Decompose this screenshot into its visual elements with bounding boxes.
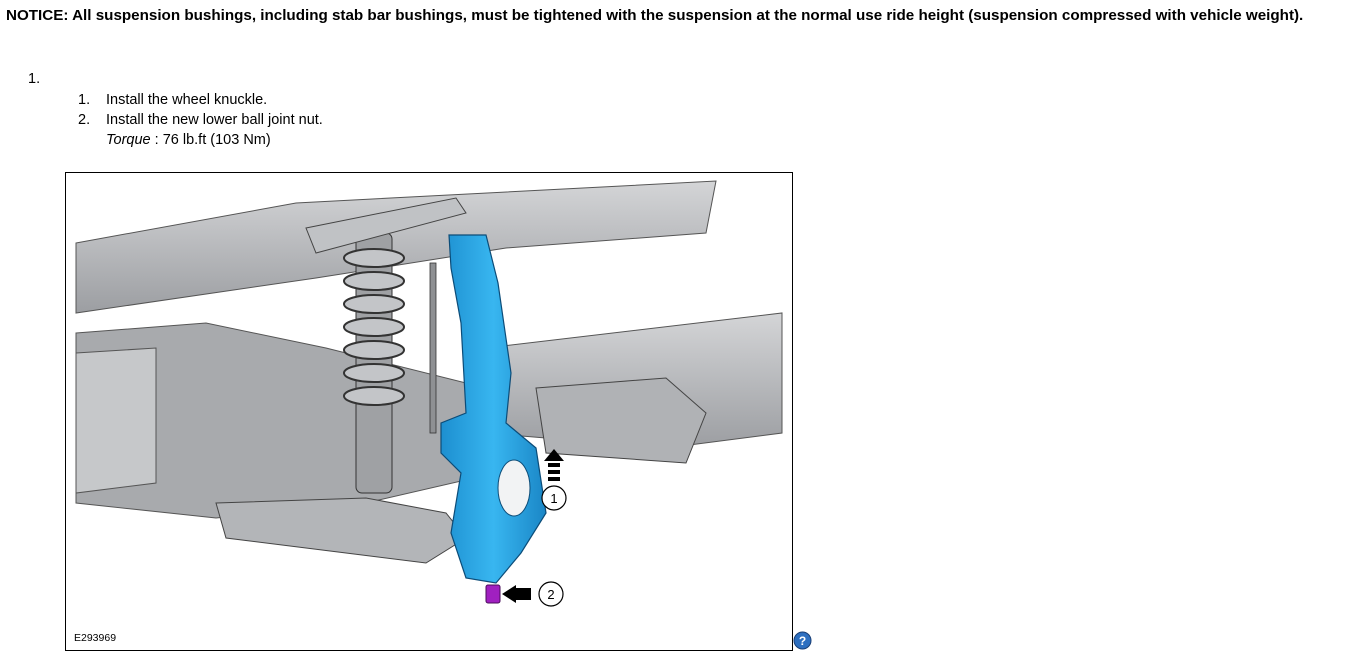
substep-list: 1. Install the wheel knuckle. 2. Install… [78, 90, 323, 150]
mount-bracket [535, 377, 707, 464]
substep-text: Install the new lower ball joint nut. [106, 112, 323, 128]
svg-text:1: 1 [550, 491, 557, 506]
callout-1: 1 [541, 485, 567, 511]
callout-2: 2 [538, 581, 564, 607]
substep-number: 1. [78, 92, 91, 108]
substep-item: 1. Install the wheel knuckle. [78, 90, 323, 110]
substep-item: 2. Install the new lower ball joint nut. [78, 110, 323, 130]
stabilizer-link [429, 262, 437, 434]
upper-control-arm [305, 197, 467, 254]
lower-control-arm [215, 497, 467, 564]
torque-label: Torque [106, 132, 151, 148]
figure-id: E293969 [74, 632, 117, 644]
substep-text: Install the wheel knuckle. [106, 92, 268, 108]
torque-value: : 76 lb.ft (103 Nm) [150, 132, 271, 148]
upper-frame-rail [75, 180, 717, 314]
suspension-drawing: 1 2 [75, 180, 783, 607]
callout-arrow-2 [502, 585, 531, 603]
substep-number: 2. [78, 112, 91, 128]
svg-text:?: ? [799, 634, 806, 648]
callout-arrow-1 [544, 449, 564, 481]
suspension-illustration: 1 2 E293969 [65, 172, 793, 651]
notice-text: NOTICE: All suspension bushings, includi… [6, 7, 1304, 24]
step-number: 1. [28, 71, 41, 87]
ball-joint-nut [485, 584, 501, 604]
coil-spring [343, 248, 405, 406]
help-question-icon[interactable]: ? [793, 631, 812, 650]
torque-spec: Torque : 76 lb.ft (103 Nm) [78, 130, 323, 150]
svg-text:2: 2 [547, 587, 554, 602]
frame-bracket [75, 347, 157, 494]
knuckle-bore [497, 459, 531, 517]
